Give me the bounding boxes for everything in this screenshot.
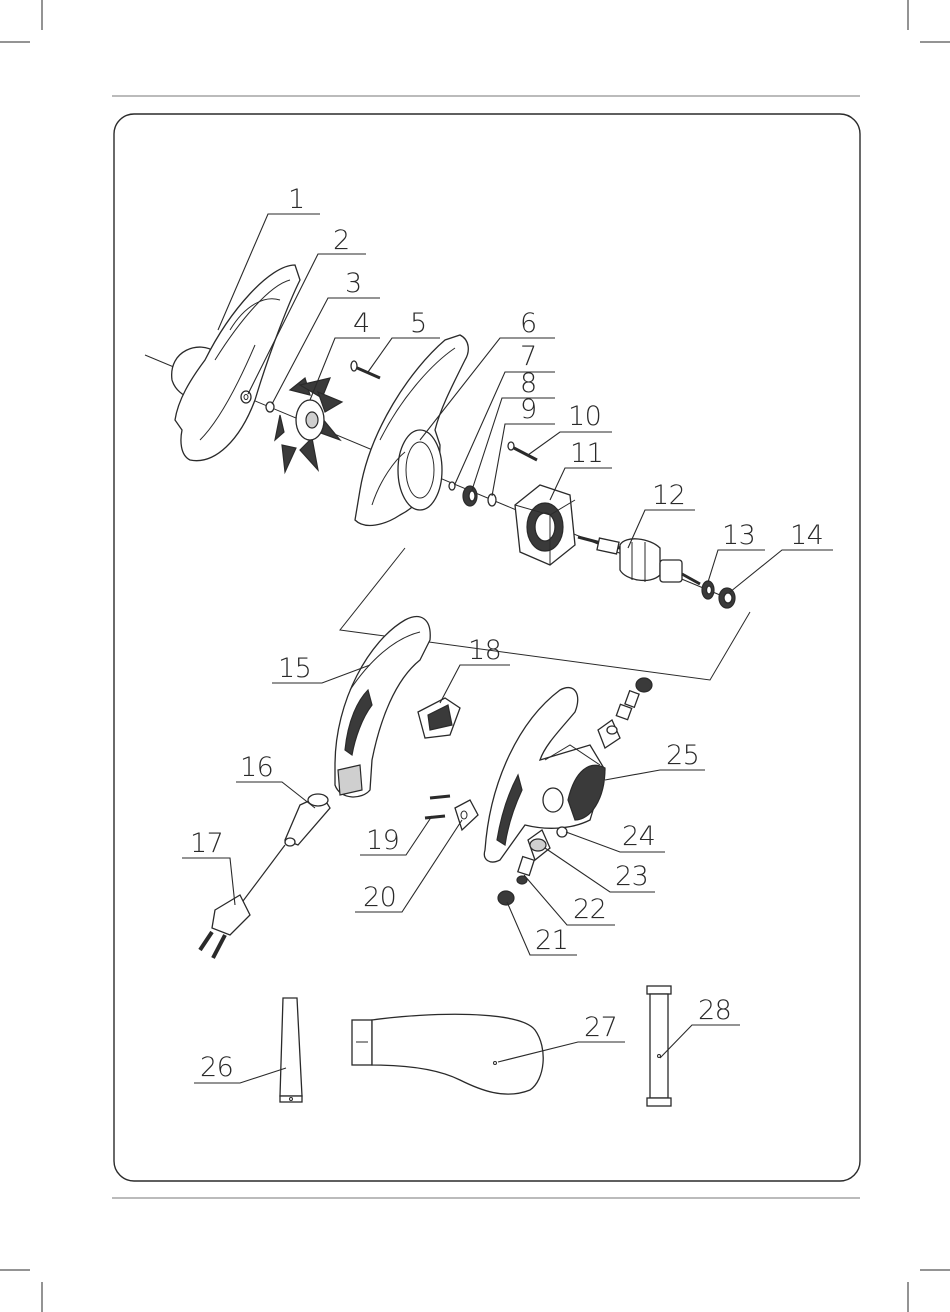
part-24-ring xyxy=(557,827,567,837)
part-14-cap xyxy=(719,588,735,608)
label-part-22: 22 xyxy=(573,894,606,925)
label-part-23: 23 xyxy=(615,861,648,892)
part-brush-cap-top xyxy=(616,678,652,720)
label-part-19: 19 xyxy=(366,825,399,856)
part-8-bearing xyxy=(463,486,477,506)
label-part-16: 16 xyxy=(240,752,273,783)
part-23-brush-holder xyxy=(528,830,550,860)
label-part-15: 15 xyxy=(278,653,311,684)
label-part-27: 27 xyxy=(584,1012,617,1043)
label-part-21: 21 xyxy=(535,925,568,956)
label-part-6: 6 xyxy=(520,308,537,339)
part-brush-holder-top xyxy=(598,720,620,748)
label-part-14: 14 xyxy=(790,520,823,551)
part-18-switch xyxy=(418,698,460,738)
label-part-24: 24 xyxy=(622,821,655,852)
label-part-12: 12 xyxy=(652,480,685,511)
label-part-10: 10 xyxy=(568,401,601,432)
label-part-26: 26 xyxy=(200,1052,233,1083)
part-13-bearing xyxy=(702,581,714,599)
label-part-17: 17 xyxy=(190,828,223,859)
part-22-brush xyxy=(517,857,534,884)
part-28-tube xyxy=(647,986,671,1106)
label-part-2: 2 xyxy=(333,225,350,256)
part-12-armature xyxy=(578,537,700,584)
label-part-25: 25 xyxy=(666,740,699,771)
part-26-nozzle xyxy=(280,998,302,1102)
part-27-bag xyxy=(352,1014,543,1094)
label-part-3: 3 xyxy=(345,268,362,299)
label-part-11: 11 xyxy=(570,438,603,469)
part-19-screws xyxy=(425,796,450,818)
part-15-handle-left xyxy=(335,617,430,797)
part-11-stator xyxy=(515,485,575,565)
label-part-5: 5 xyxy=(410,308,427,339)
part-17-plug xyxy=(200,845,285,958)
label-part-18: 18 xyxy=(468,635,501,666)
part-21-brush-cap xyxy=(498,891,514,905)
label-part-4: 4 xyxy=(353,308,370,339)
part-2-nut xyxy=(241,391,251,403)
label-part-28: 28 xyxy=(698,995,731,1026)
part-5-screw xyxy=(351,361,380,378)
label-part-1: 1 xyxy=(288,184,305,215)
label-part-13: 13 xyxy=(722,520,755,551)
part-7-washer xyxy=(449,482,455,490)
part-6-housing xyxy=(355,335,468,525)
label-part-9: 9 xyxy=(520,394,537,425)
leader-lines xyxy=(182,214,833,1083)
label-part-20: 20 xyxy=(363,882,396,913)
part-4-impeller xyxy=(275,378,342,472)
